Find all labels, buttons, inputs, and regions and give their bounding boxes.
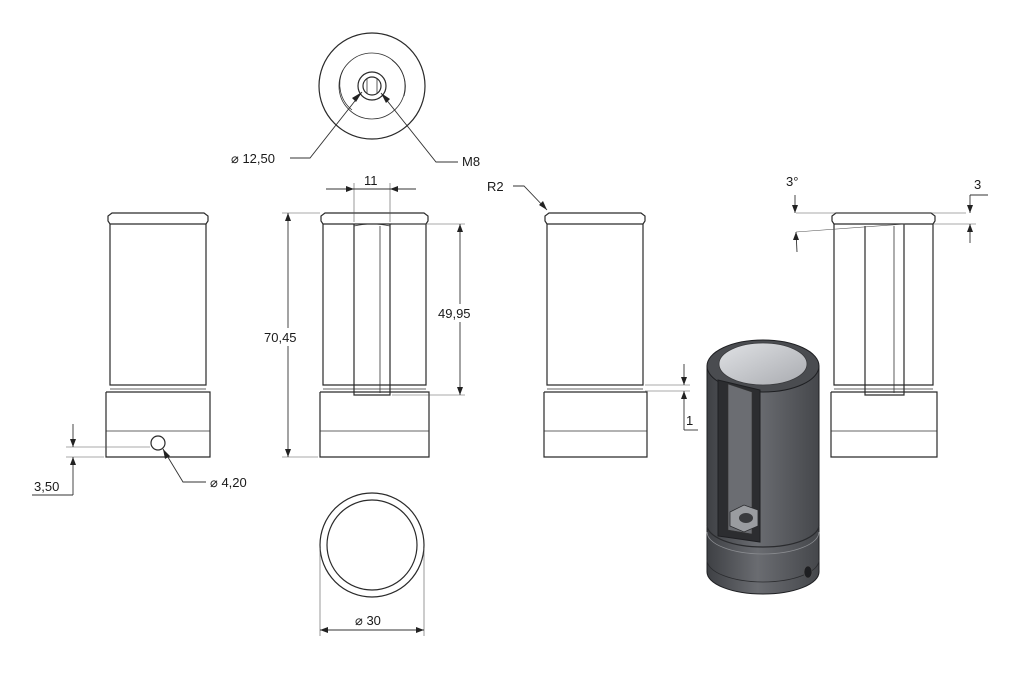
step-height-label: 1 — [686, 413, 693, 428]
slot-height-label: 49,95 — [438, 306, 471, 321]
outer-diameter-label: ⌀ 30 — [355, 613, 381, 628]
side-view-left: 3,50 ⌀ 4,20 — [32, 212, 247, 496]
thread-label: M8 — [462, 154, 480, 169]
taper-depth-label: 3 — [974, 177, 981, 192]
top-hole-diameter-label: ⌀ 12,50 — [231, 151, 275, 166]
isometric-3d-view — [706, 339, 820, 595]
slot-width-label: 11 — [364, 173, 378, 188]
top-view: ⌀ 12,50 M8 — [231, 32, 480, 169]
taper-angle-label: 3° — [786, 174, 798, 189]
taper-view: 3° 3 — [786, 174, 988, 458]
front-view: 11 70,45 49,95 — [262, 173, 484, 458]
total-height-label: 70,45 — [264, 330, 297, 345]
bottom-view: ⌀ 30 — [319, 492, 425, 636]
edge-radius-label: R2 — [487, 179, 504, 194]
cross-hole-offset-label: 3,50 — [34, 479, 59, 494]
side-view-right: R2 1 — [487, 179, 698, 458]
cross-hole-diameter-label: ⌀ 4,20 — [210, 475, 247, 490]
